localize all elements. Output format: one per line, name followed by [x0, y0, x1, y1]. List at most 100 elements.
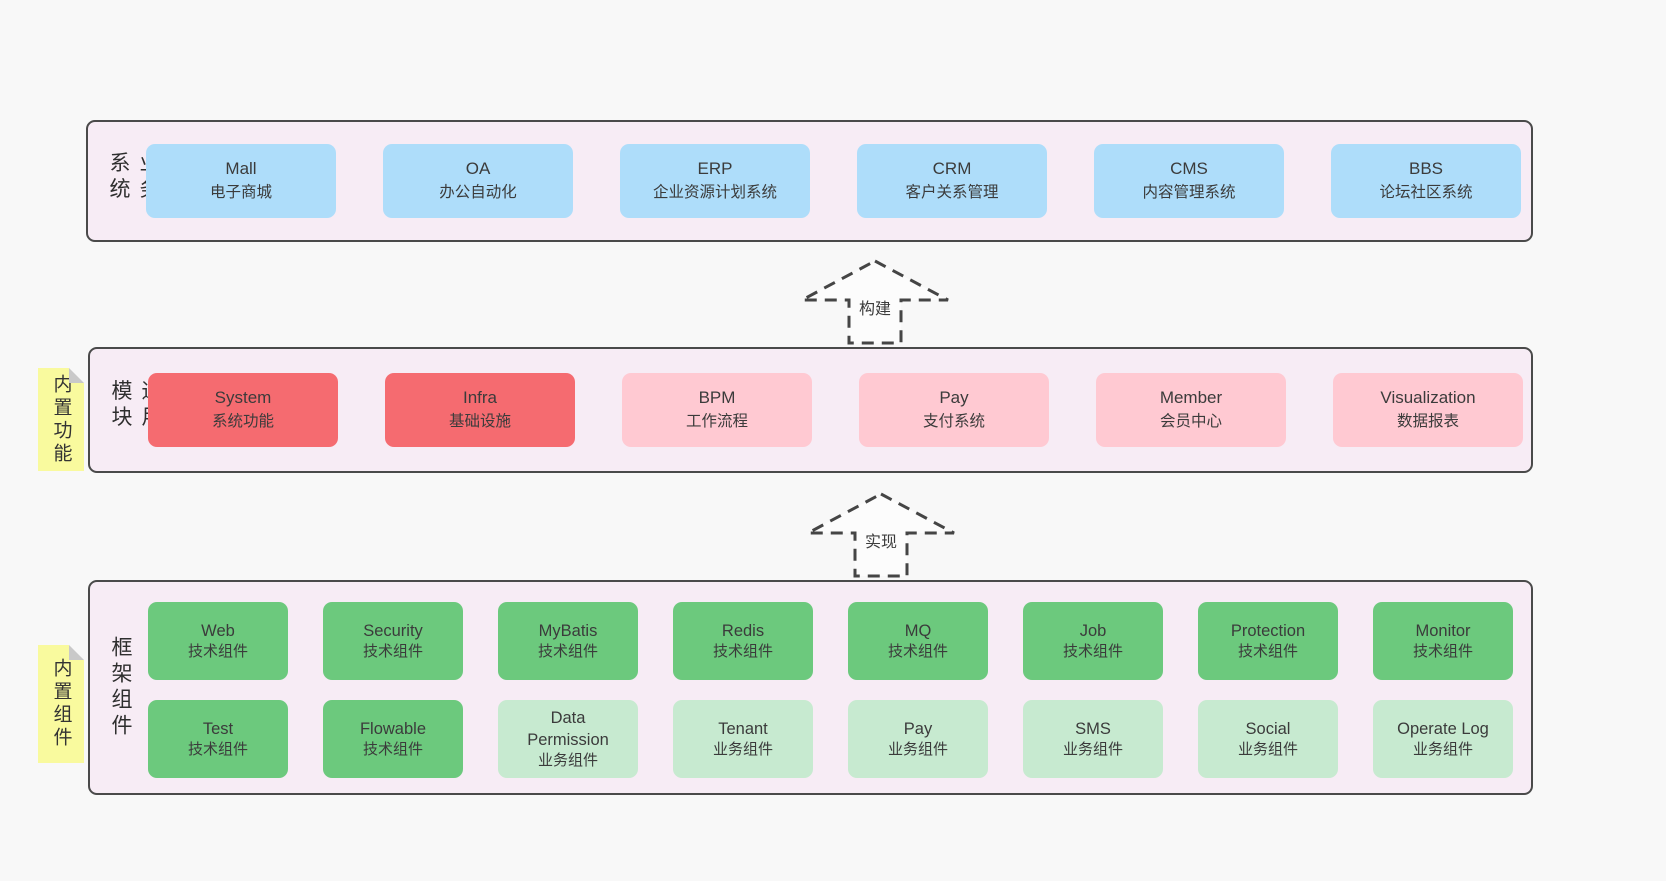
sticky-note-builtin-components: 内置组件 [38, 645, 84, 763]
layer-label-framework: 框架组件 [109, 635, 132, 740]
box-data-permission: Data Permission 业务组件 [498, 700, 638, 778]
arrow-implement-label: 实现 [861, 528, 901, 552]
box-bpm: BPM 工作流程 [622, 373, 812, 447]
box-subtitle: 技术组件 [362, 741, 423, 758]
box-crm: CRM 客户关系管理 [857, 144, 1047, 218]
box-title: Visualization [1380, 388, 1476, 408]
box-subtitle: 会员中心 [1159, 413, 1222, 431]
box-subtitle: 业务组件 [712, 741, 773, 758]
box-tenant: Tenant 业务组件 [673, 700, 813, 778]
box-subtitle: 业务组件 [537, 752, 598, 770]
box-subtitle: 工作流程 [685, 413, 748, 431]
box-mq: MQ 技术组件 [848, 602, 988, 680]
box-subtitle: 业务组件 [887, 741, 948, 758]
box-subtitle: 论坛社区系统 [1379, 184, 1473, 202]
box-title: Job [1079, 621, 1107, 640]
arrow-implement: 实现 [806, 492, 956, 578]
box-subtitle: 业务组件 [1062, 741, 1123, 758]
box-subtitle: 技术组件 [362, 643, 423, 660]
layer-common-modules: 通用模块 System 系统功能 Infra 基础设施 BPM 工作流程 Pay… [88, 347, 1533, 473]
box-title: Flowable [359, 719, 427, 738]
box-flowable: Flowable 技术组件 [323, 700, 463, 778]
box-title: Test [202, 719, 234, 738]
box-subtitle: 客户关系管理 [905, 184, 999, 202]
box-subtitle: 支付系统 [922, 413, 985, 431]
box-subtitle: 技术组件 [1237, 643, 1298, 660]
box-title: OA [465, 159, 491, 179]
box-mall: Mall 电子商城 [146, 144, 336, 218]
modules-box-row: System 系统功能 Infra 基础设施 BPM 工作流程 Pay 支付系统… [148, 349, 1523, 471]
box-subtitle: 办公自动化 [439, 184, 517, 202]
box-sms: SMS 业务组件 [1023, 700, 1163, 778]
business-box-row: Mall 电子商城 OA 办公自动化 ERP 企业资源计划系统 CRM 客户关系… [146, 122, 1521, 240]
box-title: Web [201, 621, 235, 640]
box-subtitle: 技术组件 [712, 643, 773, 660]
box-oa: OA 办公自动化 [383, 144, 573, 218]
box-system: System 系统功能 [148, 373, 338, 447]
box-title: Security [363, 621, 423, 640]
framework-rows: Web 技术组件 Security 技术组件 MyBatis 技术组件 Redi… [148, 602, 1513, 778]
box-operate-log: Operate Log 业务组件 [1373, 700, 1513, 778]
box-subtitle: 技术组件 [1062, 643, 1123, 660]
box-subtitle: 业务组件 [1237, 741, 1298, 758]
box-title: BPM [698, 388, 736, 408]
layer-business-systems: 业务系统 Mall 电子商城 OA 办公自动化 ERP 企业资源计划系统 CRM… [86, 120, 1533, 242]
box-subtitle: 基础设施 [448, 413, 511, 431]
box-title: Operate Log [1397, 719, 1489, 738]
box-cms: CMS 内容管理系统 [1094, 144, 1284, 218]
layer-framework-components: 框架组件 Web 技术组件 Security 技术组件 MyBatis 技术组件… [88, 580, 1533, 795]
box-title: Data Permission [527, 708, 609, 749]
arrow-build-label: 构建 [855, 295, 895, 319]
framework-row-1: Web 技术组件 Security 技术组件 MyBatis 技术组件 Redi… [148, 602, 1513, 680]
box-title: Infra [462, 388, 498, 408]
box-title: Social [1245, 719, 1291, 738]
box-mybatis: MyBatis 技术组件 [498, 602, 638, 680]
box-title: Member [1159, 388, 1223, 408]
box-title: Mall [225, 159, 257, 179]
box-title: MQ [904, 621, 932, 640]
box-title: BBS [1408, 159, 1444, 179]
box-subtitle: 技术组件 [537, 643, 598, 660]
box-subtitle: 内容管理系统 [1142, 184, 1236, 202]
box-title: System [214, 388, 272, 408]
box-erp: ERP 企业资源计划系统 [620, 144, 810, 218]
sticky-note-text: 内置功能 [50, 373, 72, 466]
box-subtitle: 系统功能 [211, 413, 274, 431]
box-title: CRM [932, 159, 972, 179]
box-title: MyBatis [538, 621, 598, 640]
sticky-note-builtin-features: 内置功能 [38, 368, 84, 471]
framework-row-2: Test 技术组件 Flowable 技术组件 Data Permission … [148, 700, 1513, 778]
box-subtitle: 技术组件 [187, 741, 248, 758]
box-pay-system: Pay 支付系统 [859, 373, 1049, 447]
box-subtitle: 业务组件 [1412, 741, 1473, 758]
box-redis: Redis 技术组件 [673, 602, 813, 680]
box-visualization: Visualization 数据报表 [1333, 373, 1523, 447]
box-infra: Infra 基础设施 [385, 373, 575, 447]
box-title: Pay [939, 388, 969, 408]
box-test: Test 技术组件 [148, 700, 288, 778]
box-subtitle: 技术组件 [887, 643, 948, 660]
box-protection: Protection 技术组件 [1198, 602, 1338, 680]
box-title: Pay [903, 719, 933, 738]
box-title: Tenant [718, 719, 768, 738]
box-title: SMS [1075, 719, 1111, 738]
box-bbs: BBS 论坛社区系统 [1331, 144, 1521, 218]
box-monitor: Monitor 技术组件 [1373, 602, 1513, 680]
box-subtitle: 技术组件 [187, 643, 248, 660]
sticky-note-text: 内置组件 [50, 658, 72, 750]
box-title: CMS [1170, 159, 1208, 179]
box-title: Monitor [1415, 621, 1471, 640]
arrow-build: 构建 [800, 259, 950, 345]
box-social: Social 业务组件 [1198, 700, 1338, 778]
box-subtitle: 企业资源计划系统 [652, 184, 777, 202]
box-job: Job 技术组件 [1023, 602, 1163, 680]
box-security: Security 技术组件 [323, 602, 463, 680]
box-subtitle: 数据报表 [1396, 413, 1459, 431]
box-title: ERP [697, 159, 733, 179]
box-title: Protection [1230, 621, 1306, 640]
box-title: Redis [721, 621, 765, 640]
box-subtitle: 电子商城 [209, 184, 272, 202]
box-member: Member 会员中心 [1096, 373, 1286, 447]
box-web: Web 技术组件 [148, 602, 288, 680]
